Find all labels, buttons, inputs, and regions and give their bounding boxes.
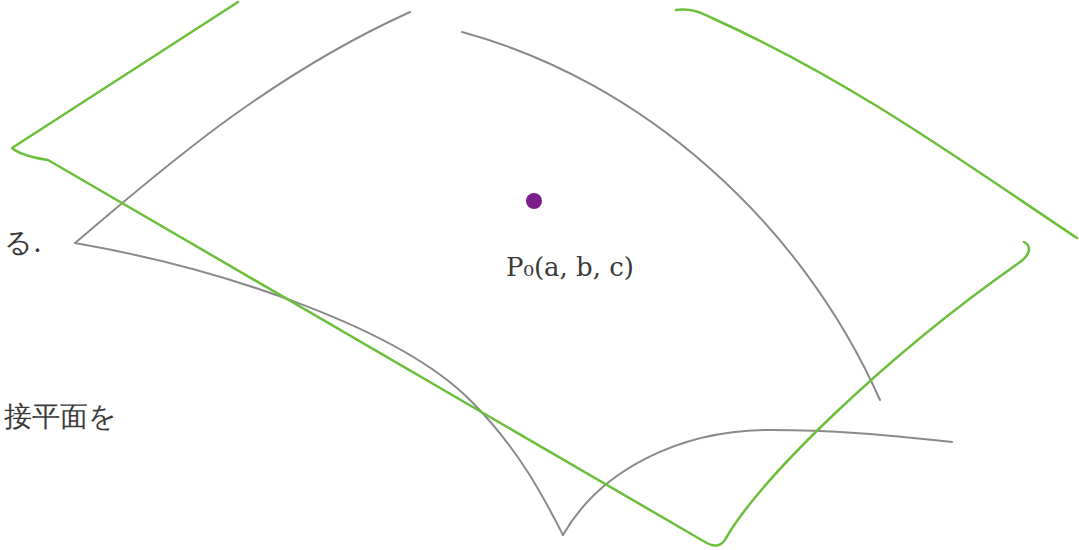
surface-edge — [563, 430, 952, 535]
note-text: 接平面を — [4, 400, 117, 434]
surface-edge — [75, 12, 410, 243]
point-label: P₀(a, b, c) — [506, 252, 634, 283]
surface-edge — [462, 32, 880, 400]
tangent-plane — [12, 2, 1029, 545]
note-text: る. — [4, 226, 42, 260]
surface-edge — [75, 243, 563, 535]
tangent-plane — [676, 9, 1077, 238]
point-marker — [526, 193, 542, 209]
